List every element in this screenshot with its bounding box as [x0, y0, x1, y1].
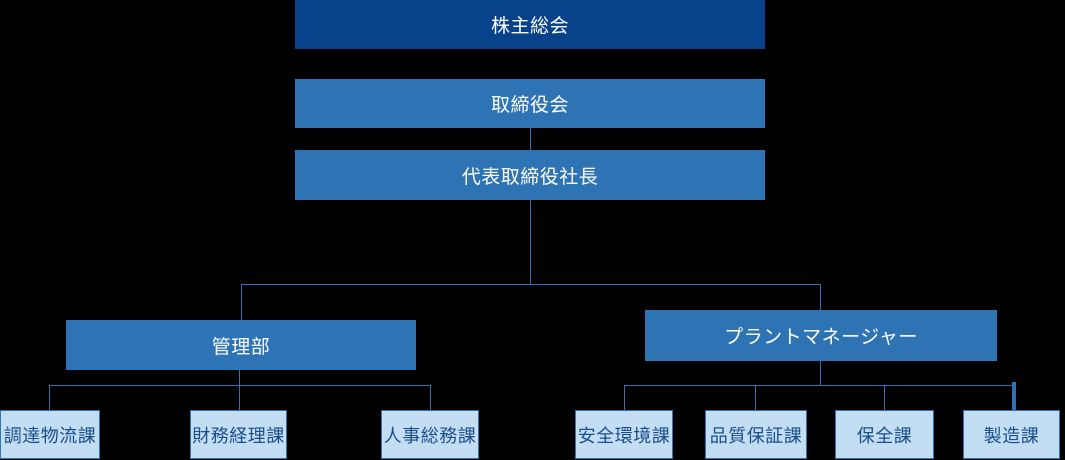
node-hr-general-affairs-section: 人事総務課 — [381, 410, 479, 459]
connector-stub-quality — [755, 385, 756, 410]
node-quality-assurance-section: 品質保証課 — [705, 410, 807, 459]
connector-stub-procurement — [49, 385, 50, 410]
connector-plant-down — [820, 361, 821, 385]
node-admin-department: 管理部 — [66, 320, 416, 370]
connector-stub-hr — [430, 385, 431, 410]
connector-right-horizontal — [624, 385, 1016, 386]
connector-left-horizontal — [49, 385, 431, 386]
node-board-of-directors: 取締役会 — [295, 79, 765, 128]
connector-stub-manufacturing-thick — [1012, 382, 1016, 410]
connector-board-president — [530, 128, 531, 150]
connector-plant-up — [820, 284, 821, 310]
node-finance-accounting-section: 財務経理課 — [190, 410, 287, 459]
connector-president-drop — [530, 200, 531, 284]
node-safety-environment-section: 安全環境課 — [575, 410, 673, 459]
node-shareholders-meeting: 株主総会 — [295, 0, 765, 49]
node-manufacturing-section: 製造課 — [963, 410, 1060, 459]
node-procurement-logistics-section: 調達物流課 — [0, 410, 100, 459]
node-plant-manager: プラントマネージャー — [645, 310, 997, 361]
connector-branch-horizontal — [241, 284, 821, 285]
connector-admin-up — [241, 284, 242, 320]
connector-stub-maintenance — [884, 385, 885, 410]
connector-stub-safety — [624, 385, 625, 410]
node-maintenance-section: 保全課 — [835, 410, 934, 459]
node-president: 代表取締役社長 — [295, 150, 765, 200]
connector-admin-down — [239, 370, 240, 410]
